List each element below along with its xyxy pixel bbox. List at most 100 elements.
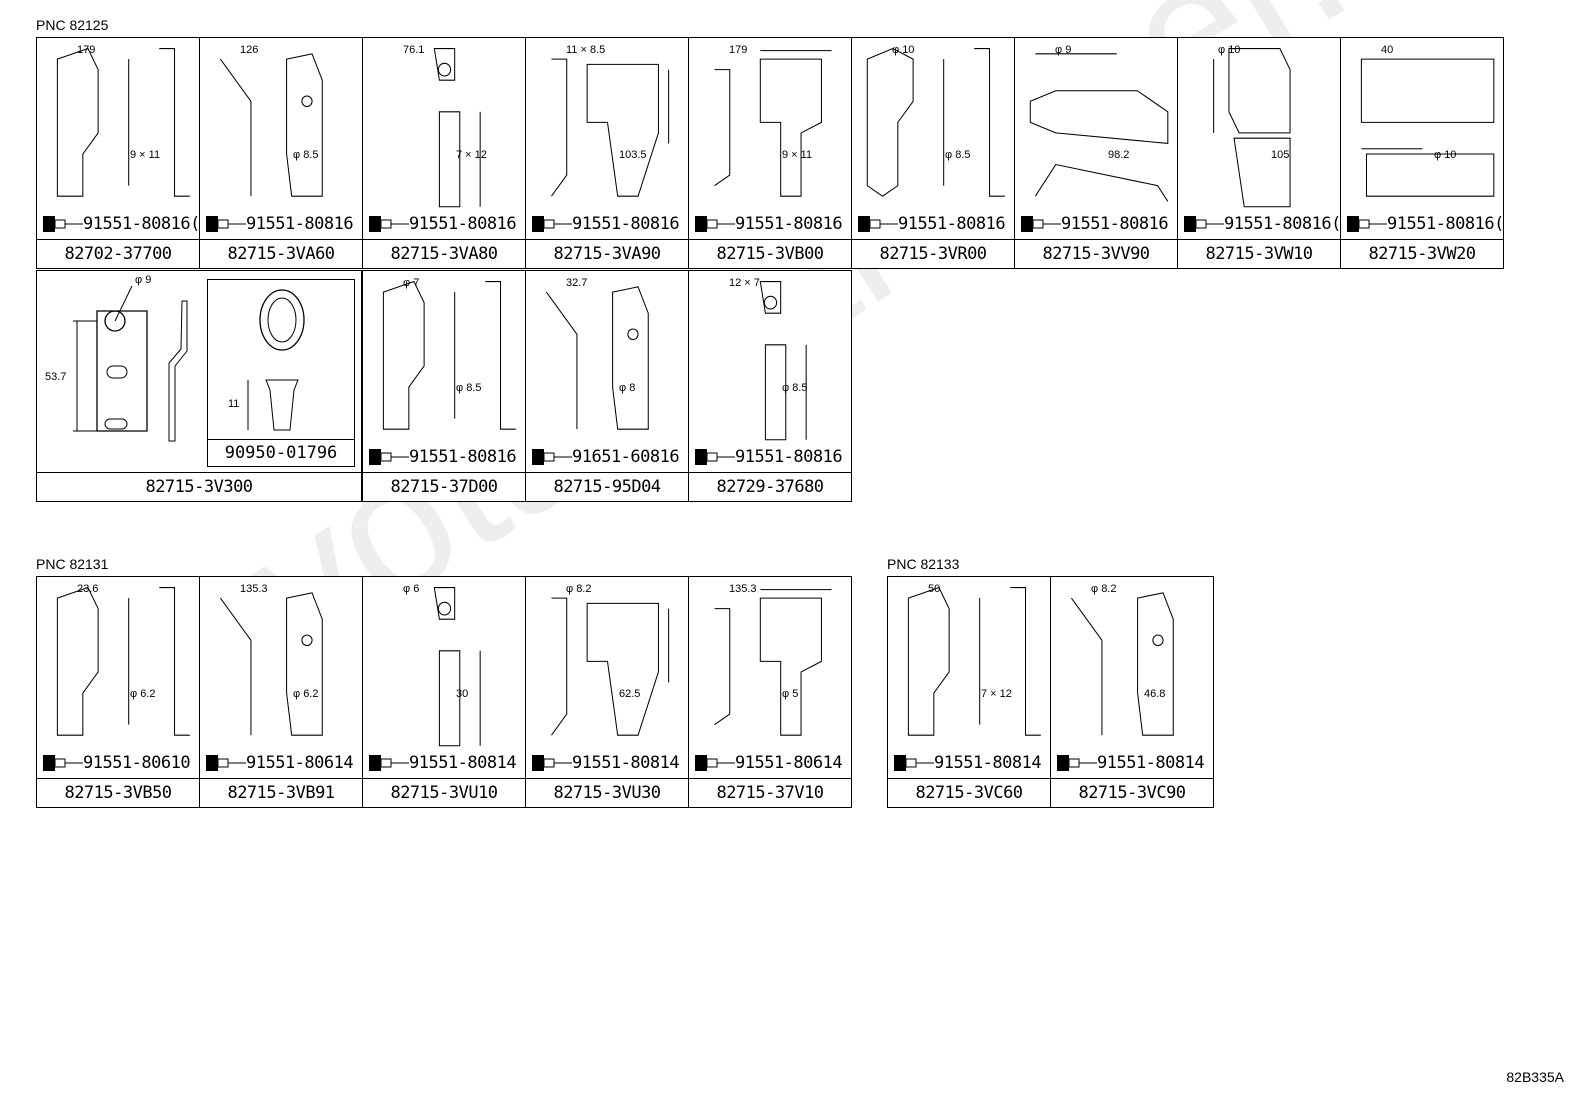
part-number-box: 82702-37700 bbox=[36, 239, 200, 269]
dim-label: φ 8.5 bbox=[293, 149, 319, 161]
bolt-icon bbox=[532, 216, 572, 232]
dim-label: φ 10 bbox=[892, 44, 915, 56]
bolt-icon bbox=[369, 755, 409, 771]
part-cell: φ 10 φ 8.5 91551-80816 bbox=[851, 37, 1015, 240]
bolt-callout: 91551-80610 bbox=[41, 752, 191, 774]
dim-label: φ 9 bbox=[135, 274, 152, 286]
bolt-part-number: 91551-80814 bbox=[572, 753, 680, 773]
bolt-part-number: 91551-80614 bbox=[735, 753, 843, 773]
part-cell: φ 7 φ 8.5 91551-80816 bbox=[362, 270, 526, 473]
bolt-callout: 91551-80816(2) bbox=[1345, 213, 1503, 235]
bolt-icon bbox=[369, 216, 409, 232]
bolt-callout: 91551-80814 bbox=[367, 752, 517, 774]
bolt-icon bbox=[1021, 216, 1061, 232]
bracket-drawing bbox=[907, 586, 1041, 736]
bracket-drawing bbox=[759, 281, 807, 441]
dim-label: φ 8.2 bbox=[1091, 583, 1117, 595]
dim-label: φ 8.5 bbox=[456, 382, 482, 394]
dim-label: 76.1 bbox=[403, 44, 425, 56]
dim-label: 135.3 bbox=[240, 583, 268, 595]
part-number-box: 82715-3V300 bbox=[36, 472, 362, 502]
bolt-callout: 91551-80816(2) bbox=[1182, 213, 1341, 235]
dim-label: 179 bbox=[77, 44, 96, 56]
dim-label: φ 5 bbox=[782, 688, 799, 700]
bolt-callout: 91551-80816 bbox=[1019, 213, 1169, 235]
bolt-icon bbox=[206, 755, 246, 771]
section-label-82133: PNC 82133 bbox=[887, 556, 960, 572]
bolt-part-number: 91551-80816 bbox=[735, 214, 843, 234]
bolt-part-number: 91551-80816 bbox=[735, 447, 843, 467]
dim-label: φ 7 bbox=[403, 277, 420, 289]
part-number-box: 82715-37D00 bbox=[362, 472, 526, 502]
dim-label: 40 bbox=[1381, 44, 1394, 56]
part-cell: φ 6 30 91551-80814 bbox=[362, 576, 526, 779]
part-cell: 179 9 × 11 91551-80816 bbox=[688, 37, 852, 240]
bolt-icon bbox=[43, 216, 83, 232]
dim-label: 9 × 11 bbox=[782, 149, 813, 161]
part-cell: 135.3 φ 6.2 91551-80614 bbox=[199, 576, 363, 779]
clip-part-number: 90950-01796 bbox=[208, 439, 354, 466]
bolt-callout: 91551-80816 bbox=[693, 213, 843, 235]
part-cell: 12 × 7 φ 8.5 91551-80816 bbox=[688, 270, 852, 473]
bolt-icon bbox=[858, 216, 898, 232]
bracket-drawing bbox=[714, 589, 832, 736]
bolt-part-number: 91551-80816 bbox=[409, 447, 517, 467]
bolt-part-number: 91551-80610 bbox=[83, 753, 191, 773]
dim-label: 12 × 7 bbox=[729, 277, 760, 289]
bracket-drawing bbox=[551, 58, 670, 197]
part-number-box: 82715-3VA90 bbox=[525, 239, 689, 269]
part-number-box: 82715-3VR00 bbox=[851, 239, 1015, 269]
bracket-drawing bbox=[1070, 592, 1174, 736]
dim-label: 7 × 12 bbox=[456, 149, 487, 161]
bracket-drawing bbox=[551, 597, 670, 736]
bolt-icon bbox=[532, 755, 572, 771]
dim-label: φ 8.5 bbox=[945, 149, 971, 161]
part-number-box: 82715-3VU30 bbox=[525, 778, 689, 808]
bolt-callout: 91551-80816 bbox=[204, 213, 354, 235]
bolt-part-number: 91551-80816 bbox=[898, 214, 1006, 234]
bolt-icon bbox=[532, 449, 572, 465]
dim-label: φ 6.2 bbox=[293, 688, 319, 700]
bracket-drawing bbox=[382, 280, 516, 430]
dim-label: 46.8 bbox=[1144, 688, 1166, 700]
dim-label: φ 6 bbox=[403, 583, 420, 595]
bolt-callout: 91551-80814 bbox=[1055, 752, 1205, 774]
bracket-drawing bbox=[219, 53, 323, 197]
bracket-drawing bbox=[56, 47, 190, 197]
dim-label: 11 × 8.5 bbox=[566, 44, 606, 56]
bolt-icon bbox=[894, 755, 934, 771]
bolt-callout: 91551-80816(2) bbox=[41, 213, 199, 235]
bolt-part-number: 91551-80816(2) bbox=[1224, 214, 1341, 234]
dim-label: 11 bbox=[228, 398, 240, 410]
bracket-drawing bbox=[714, 50, 832, 197]
bracket-drawing bbox=[545, 286, 649, 430]
part-cell-merged: φ 9 53.7 11 90950-01796 91551-80816 bbox=[36, 270, 362, 502]
dim-label: φ 8.5 bbox=[782, 382, 808, 394]
dim-label: 62.5 bbox=[619, 688, 641, 700]
bolt-callout: 91551-80614 bbox=[693, 752, 843, 774]
part-number-box: 82715-3VB91 bbox=[199, 778, 363, 808]
part-cell: φ 8.2 46.8 91551-80814 bbox=[1050, 576, 1214, 779]
bracket-drawing bbox=[73, 285, 188, 442]
bolt-icon bbox=[43, 755, 83, 771]
bracket-drawing bbox=[1360, 58, 1495, 197]
bracket-drawing bbox=[56, 586, 190, 736]
part-number-box: 82715-95D04 bbox=[525, 472, 689, 502]
bolt-part-number: 91551-80614 bbox=[246, 753, 354, 773]
dim-label: 30 bbox=[456, 688, 469, 700]
diagram-code: 82B335A bbox=[1506, 1069, 1564, 1085]
dim-label: 105 bbox=[1271, 149, 1290, 161]
part-number-box: 82715-3VW20 bbox=[1340, 239, 1504, 269]
dim-label: 7 × 12 bbox=[981, 688, 1012, 700]
dim-label: φ 9 bbox=[1055, 44, 1072, 56]
dim-label: 179 bbox=[729, 44, 748, 56]
part-number-box: 82715-3VW10 bbox=[1177, 239, 1341, 269]
dim-label: φ 10 bbox=[1434, 149, 1457, 161]
